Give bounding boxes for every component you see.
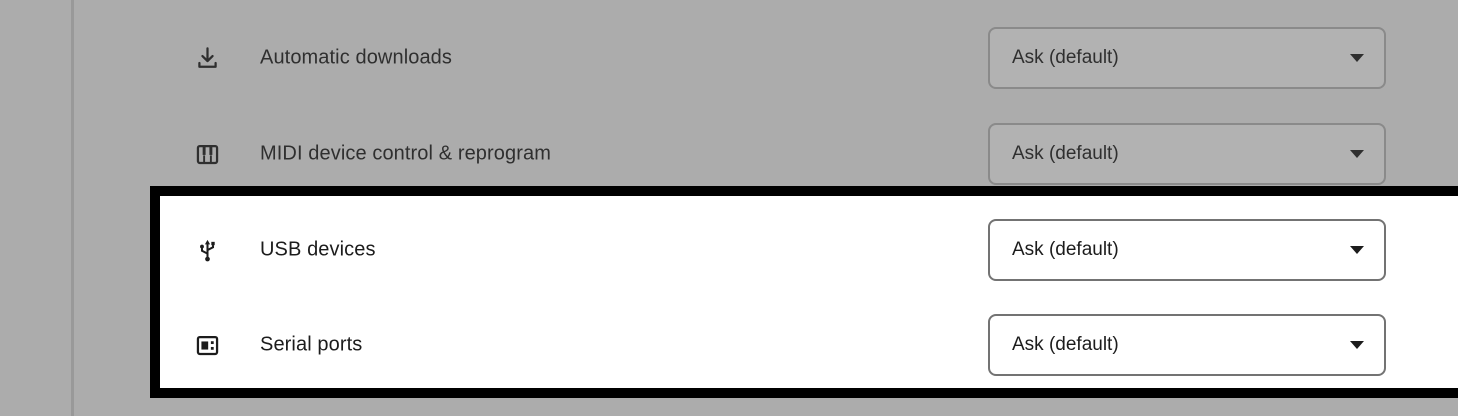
chevron-down-icon xyxy=(1350,54,1364,62)
setting-row-midi: MIDI device control & reprogram Ask (def… xyxy=(0,106,1458,202)
download-icon xyxy=(192,43,222,73)
dropdown-selected-value: Ask (default) xyxy=(1012,143,1119,164)
setting-label: USB devices xyxy=(260,238,376,261)
setting-row-automatic-downloads: Automatic downloads Ask (default) xyxy=(0,10,1458,106)
chevron-down-icon xyxy=(1350,246,1364,254)
setting-label: Serial ports xyxy=(260,333,363,356)
setting-row-usb-devices: USB devices Ask (default) xyxy=(0,202,1458,298)
permission-dropdown[interactable]: Ask (default) xyxy=(988,123,1386,185)
setting-label: Automatic downloads xyxy=(260,46,453,69)
card-edge-divider xyxy=(71,0,74,416)
midi-icon xyxy=(192,139,222,169)
dropdown-selected-value: Ask (default) xyxy=(1012,334,1119,355)
permission-dropdown[interactable]: Ask (default) xyxy=(988,27,1386,89)
dropdown-selected-value: Ask (default) xyxy=(1012,47,1119,68)
chevron-down-icon xyxy=(1350,341,1364,349)
setting-row-serial-ports: Serial ports Ask (default) xyxy=(0,297,1458,393)
permission-dropdown[interactable]: Ask (default) xyxy=(988,314,1386,376)
setting-label: MIDI device control & reprogram xyxy=(260,142,551,165)
chevron-down-icon xyxy=(1350,150,1364,158)
serial-port-icon xyxy=(192,330,222,360)
usb-icon xyxy=(192,235,222,265)
permission-dropdown[interactable]: Ask (default) xyxy=(988,219,1386,281)
dropdown-selected-value: Ask (default) xyxy=(1012,239,1119,260)
